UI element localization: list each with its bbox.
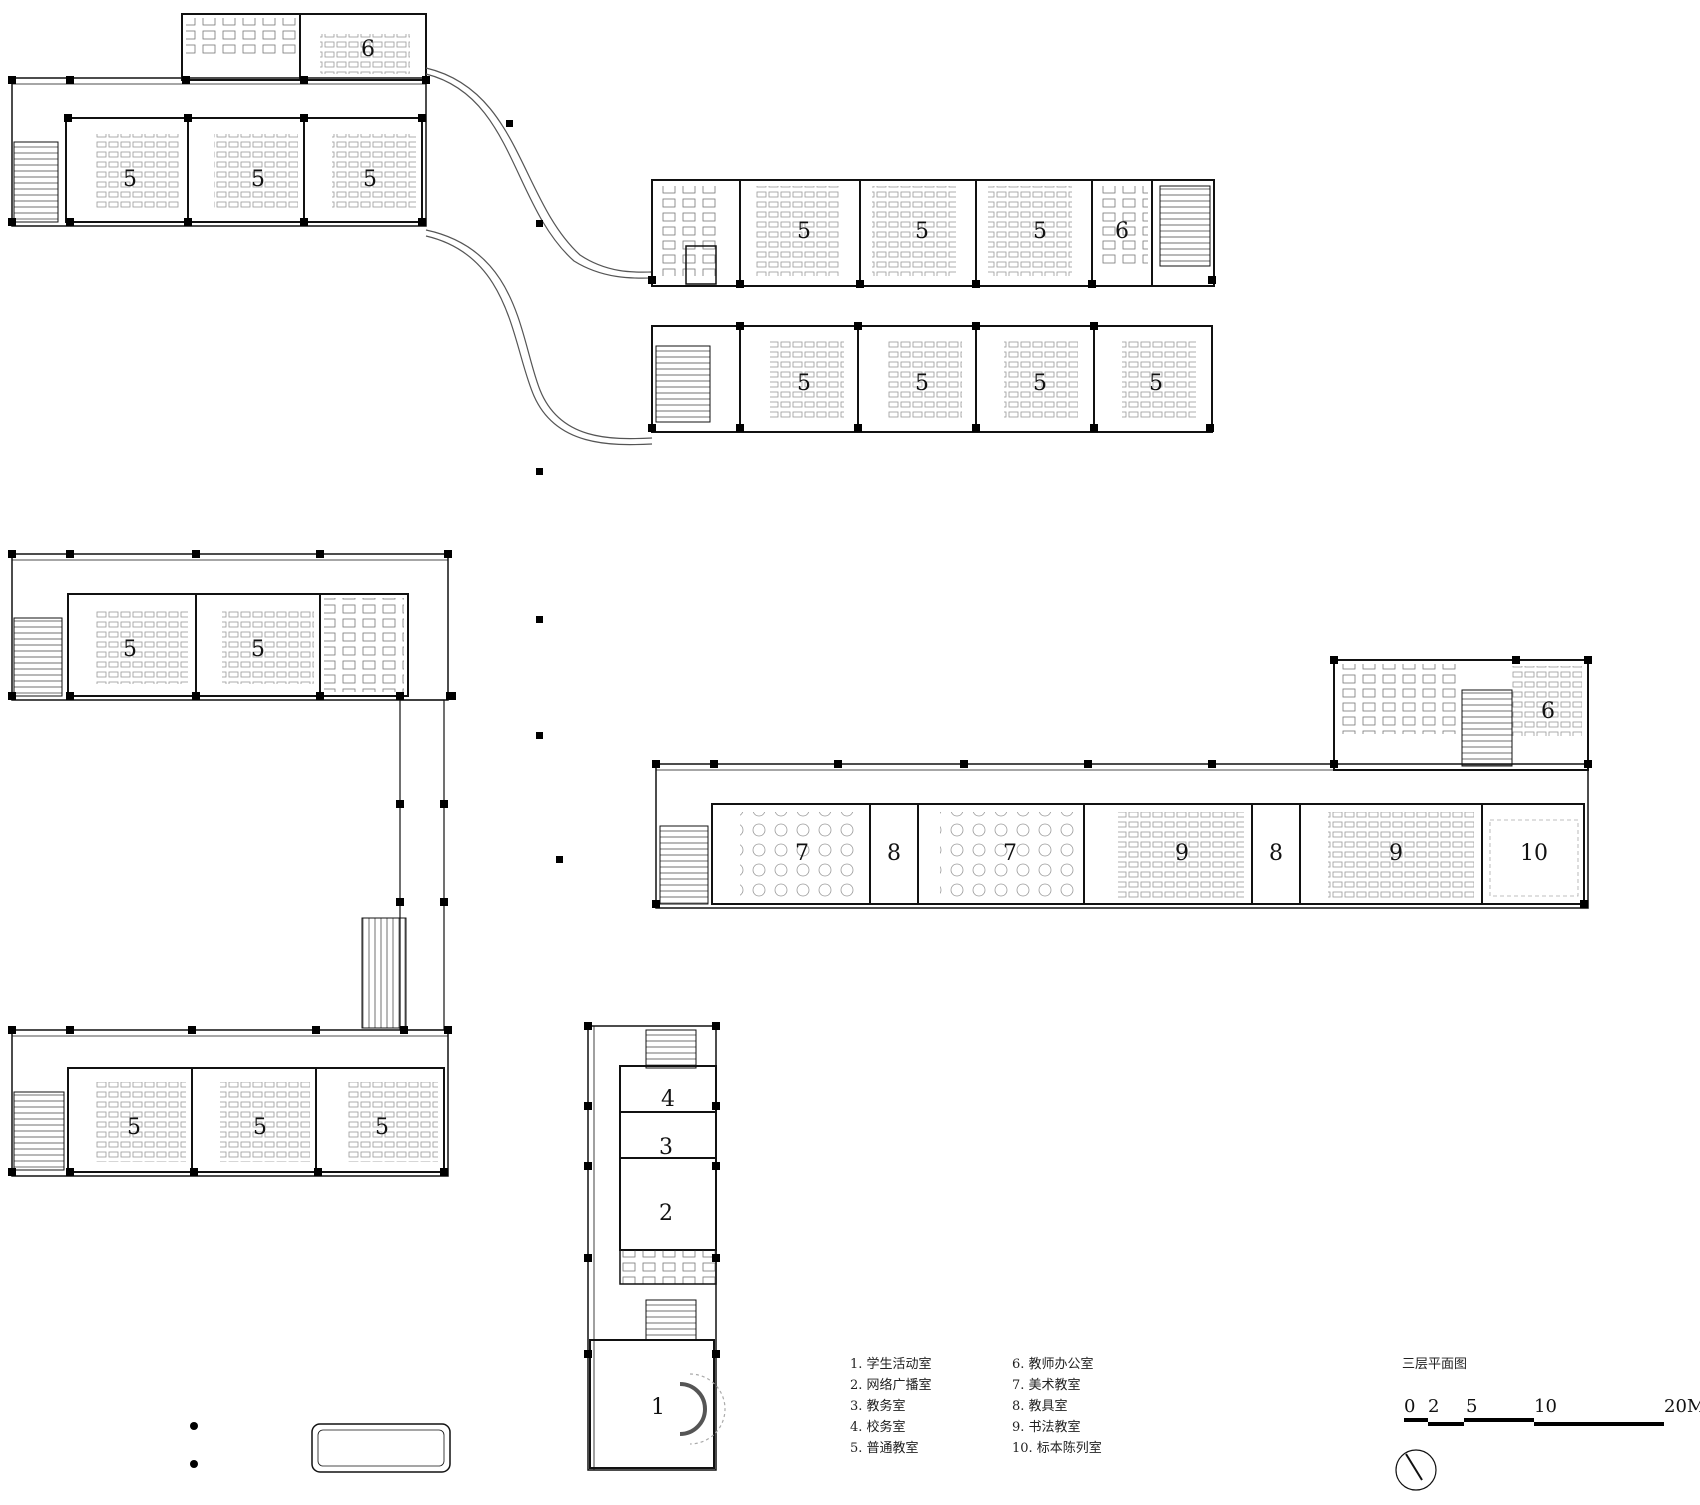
legend-item: 10. 标本陈列室 bbox=[1012, 1440, 1102, 1456]
building-a bbox=[8, 13, 430, 227]
room-label: 9 bbox=[1389, 841, 1403, 866]
scale-bar: 0 2 5 10 20M bbox=[1404, 1396, 1700, 1426]
room-label: 6 bbox=[1541, 699, 1555, 724]
room-label: 5 bbox=[915, 371, 929, 396]
room-label: 5 bbox=[1149, 371, 1163, 396]
building-f bbox=[584, 1022, 726, 1471]
room-label: 7 bbox=[1003, 841, 1017, 866]
room-label: 5 bbox=[253, 1115, 267, 1140]
scale-tick-label: 2 bbox=[1428, 1396, 1439, 1417]
drawing-title: 三层平面图 bbox=[1402, 1357, 1467, 1372]
curved-walkways bbox=[425, 67, 653, 446]
room-label: 5 bbox=[251, 637, 265, 662]
room-label: 7 bbox=[795, 841, 809, 866]
legend-item: 8. 教具室 bbox=[1012, 1398, 1068, 1414]
room-labels: 6 5 5 5 5 5 5 6 5 5 5 5 5 5 5 5 5 7 8 7 … bbox=[123, 37, 1555, 1420]
room-label: 5 bbox=[1033, 371, 1047, 396]
planter bbox=[311, 1423, 451, 1473]
site-columns bbox=[190, 120, 563, 1468]
building-c bbox=[8, 550, 456, 1031]
room-label: 5 bbox=[1033, 219, 1047, 244]
building-e bbox=[652, 656, 1592, 909]
legend-item: 9. 书法教室 bbox=[1012, 1419, 1081, 1435]
legend-item: 3. 教务室 bbox=[850, 1398, 906, 1414]
building-d bbox=[8, 1026, 452, 1177]
scale-tick-label: 10 bbox=[1534, 1396, 1557, 1417]
room-label: 2 bbox=[659, 1201, 673, 1226]
scale-tick-label: 0 bbox=[1404, 1396, 1415, 1417]
legend-item: 5. 普通教室 bbox=[850, 1440, 919, 1456]
building-b bbox=[648, 179, 1216, 433]
room-label: 9 bbox=[1175, 841, 1189, 866]
room-label: 5 bbox=[375, 1115, 389, 1140]
room-label: 5 bbox=[123, 637, 137, 662]
room-label: 6 bbox=[361, 37, 375, 62]
room-label: 5 bbox=[797, 219, 811, 244]
room-label: 5 bbox=[123, 167, 137, 192]
room-label: 1 bbox=[651, 1395, 665, 1420]
room-label: 5 bbox=[363, 167, 377, 192]
scale-tick-label: 20M bbox=[1664, 1396, 1700, 1417]
room-label: 8 bbox=[1269, 841, 1283, 866]
room-label: 5 bbox=[251, 167, 265, 192]
legend-item: 7. 美术教室 bbox=[1012, 1377, 1081, 1393]
room-label: 8 bbox=[887, 841, 901, 866]
legend-item: 1. 学生活动室 bbox=[850, 1356, 932, 1372]
room-label: 5 bbox=[127, 1115, 141, 1140]
scale-tick-label: 5 bbox=[1466, 1396, 1477, 1417]
room-label: 4 bbox=[661, 1087, 675, 1112]
room-label: 5 bbox=[797, 371, 811, 396]
legend-item: 2. 网络广播室 bbox=[850, 1377, 932, 1393]
legend-item: 6. 教师办公室 bbox=[1012, 1356, 1094, 1372]
room-label: 6 bbox=[1115, 219, 1129, 244]
legend-item: 4. 校务室 bbox=[850, 1419, 906, 1435]
room-label: 10 bbox=[1520, 841, 1548, 866]
room-label: 3 bbox=[659, 1135, 673, 1160]
north-arrow bbox=[1395, 1449, 1437, 1491]
room-label: 5 bbox=[915, 219, 929, 244]
legend: 1. 学生活动室 2. 网络广播室 3. 教务室 4. 校务室 5. 普通教室 … bbox=[850, 1356, 1102, 1456]
